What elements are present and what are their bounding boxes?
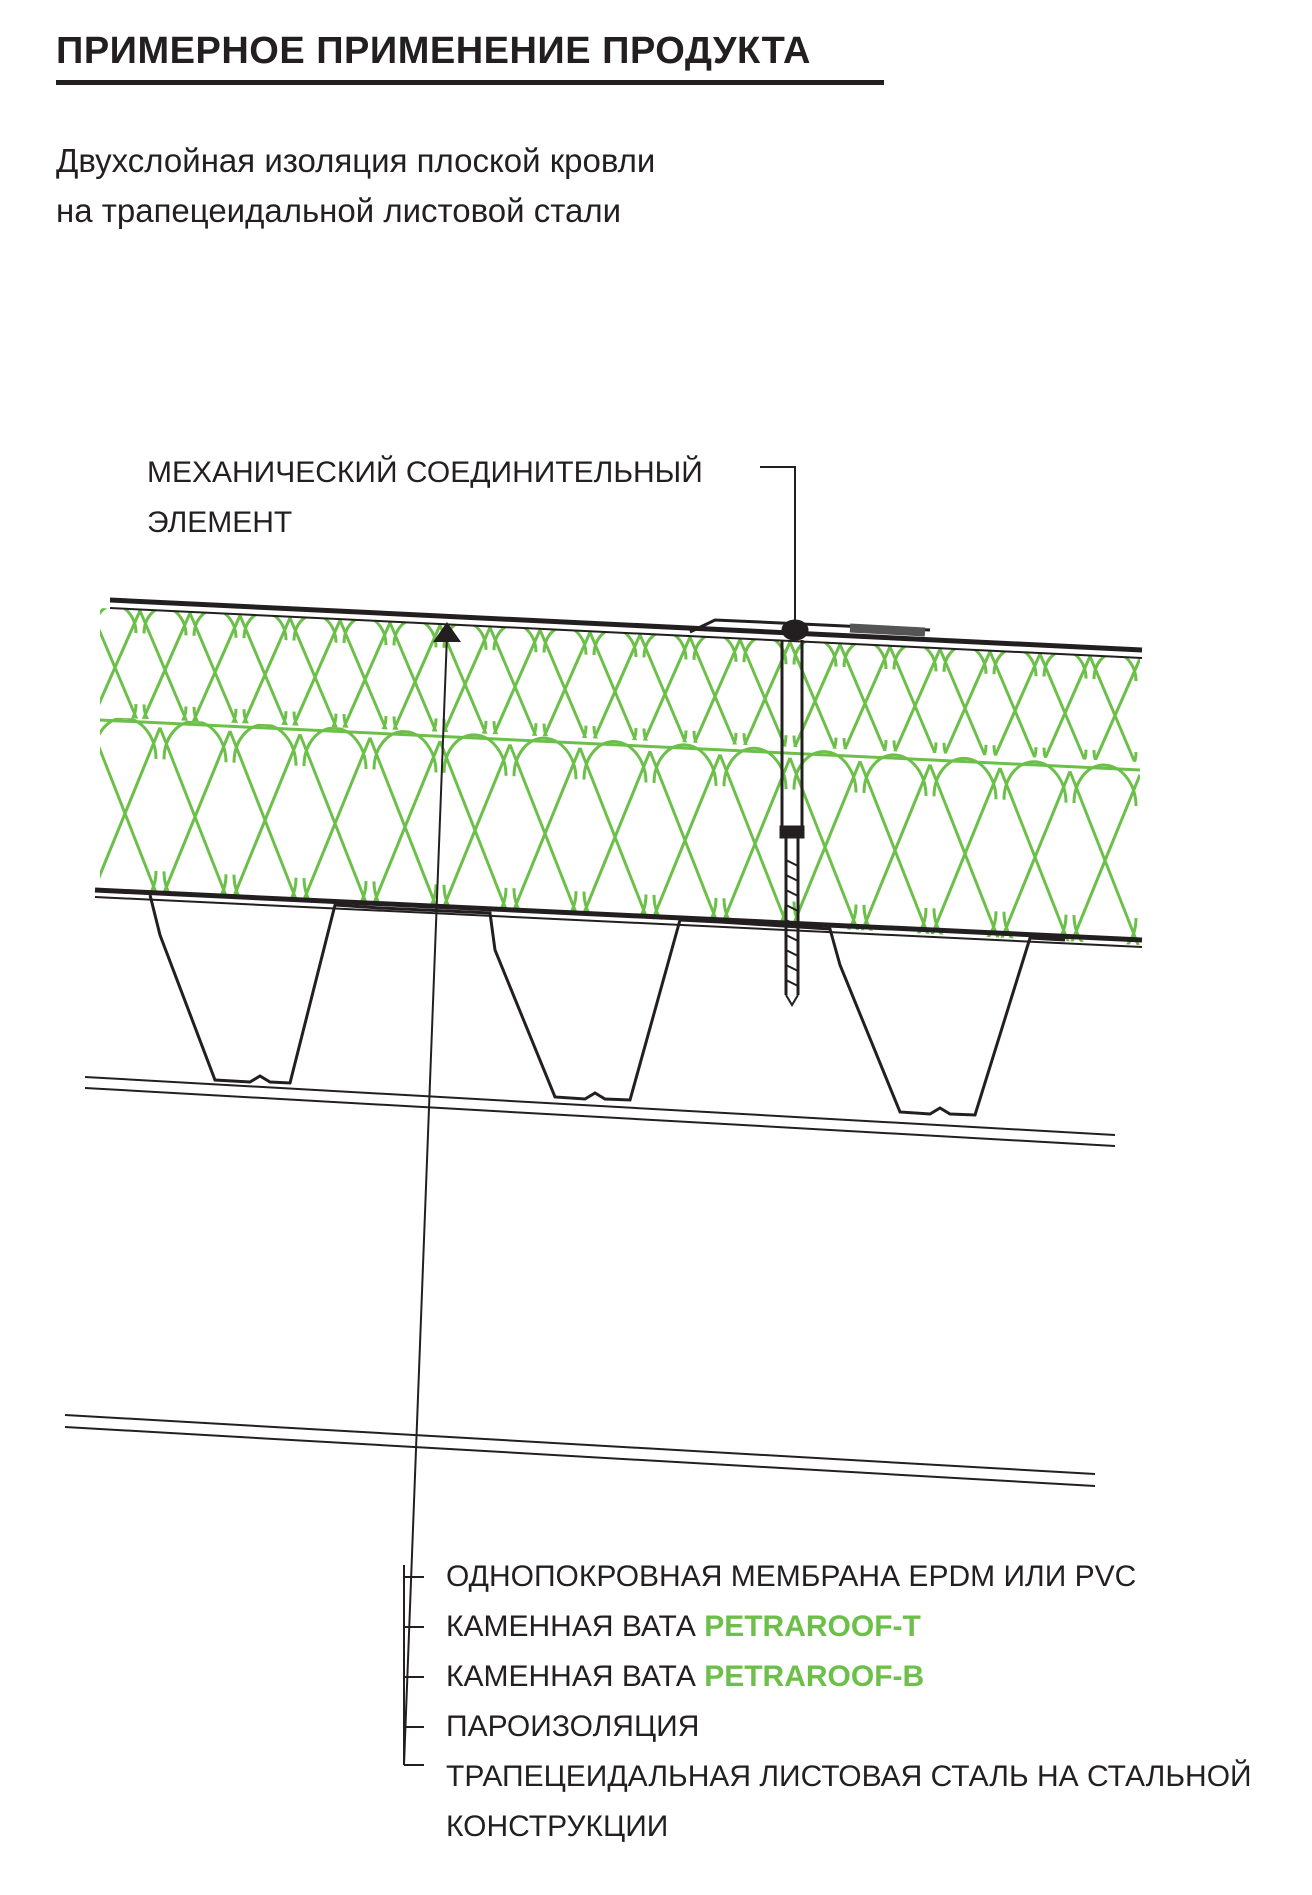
legend-item-membrane: ОДНОПОКРОВНАЯ МЕМБРАНА EPDM ИЛИ PVC xyxy=(446,1560,1137,1593)
membrane-layer xyxy=(109,597,1143,659)
subtitle: Двухслойная изоляция плоской кровли на т… xyxy=(56,136,655,236)
legend: ОДНОПОКРОВНАЯ МЕМБРАНА EPDM ИЛИ PVC КАМЕ… xyxy=(446,1552,1252,1852)
product-name-petraroof-t: PETRAROOF-T xyxy=(704,1610,921,1643)
fastener-label-line-2: ЭЛЕМЕНТ xyxy=(147,506,293,539)
fibreTop-pattern xyxy=(100,608,1140,762)
fastener-callout-line xyxy=(760,466,796,622)
legend-item-petraroof-b: КАМЕННАЯ ВАТА PETRAROOF-B xyxy=(446,1660,925,1693)
subtitle-line-2: на трапецеидальной листовой стали xyxy=(56,192,622,229)
legend-item-petraroof-t: КАМЕННАЯ ВАТА PETRAROOF-T xyxy=(446,1610,921,1643)
product-name-petraroof-b: PETRAROOF-B xyxy=(704,1660,925,1693)
fastener-label-line-1: МЕХАНИЧЕСКИЙ СОЕДИНИТЕЛЬНЫЙ xyxy=(147,456,703,489)
trapezoidal-steel-sheet xyxy=(148,894,1066,1117)
petraroof-t-layer xyxy=(100,608,1140,762)
title-underline xyxy=(56,80,884,85)
vapour-barrier-layer xyxy=(94,887,1143,948)
legend-item-steel-sheet: ТРАПЕЦЕИДАЛЬНАЯ ЛИСТОВАЯ СТАЛЬ НА СТАЛЬН… xyxy=(446,1760,1252,1793)
legend-item-vapour-barrier: ПАРОИЗОЛЯЦИЯ xyxy=(446,1710,700,1743)
steel-structure xyxy=(64,1076,1116,1487)
mechanical-fastener xyxy=(779,619,809,1007)
insulation-layer-divider xyxy=(99,718,1141,772)
legend-ticks xyxy=(404,1576,424,1766)
page-title: ПРИМЕРНОЕ ПРИМЕНЕНИЕ ПРОДУКТА xyxy=(56,30,811,72)
subtitle-line-1: Двухслойная изоляция плоской кровли xyxy=(56,142,656,179)
legend-item-steel-sheet-cont: КОНСТРУКЦИИ xyxy=(446,1810,669,1843)
fastener-callout-label: МЕХАНИЧЕСКИЙ СОЕДИНИТЕЛЬНЫЙ ЭЛЕМЕНТ xyxy=(147,448,703,548)
